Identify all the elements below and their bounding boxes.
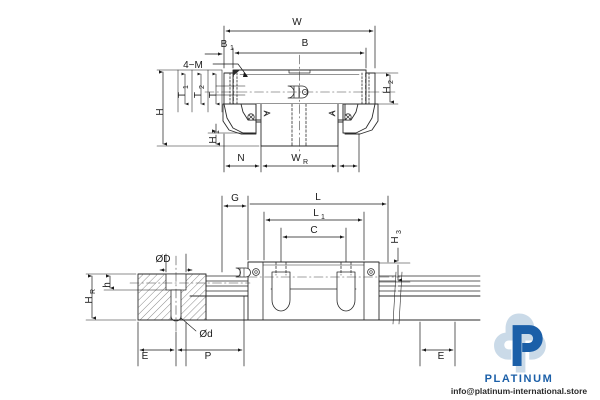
dimension-labels: W B B 1 4−M H H 1 H 2 T 1 T 2 bbox=[84, 17, 445, 362]
svg-text:L: L bbox=[313, 208, 319, 219]
dim-label-B: B bbox=[302, 38, 309, 49]
svg-text:T: T bbox=[193, 92, 204, 98]
dim-label-P: P bbox=[205, 351, 212, 362]
dim-label-L1: L 1 bbox=[313, 208, 325, 221]
dim-label-W: W bbox=[292, 17, 302, 28]
logo-email: info@platinum-international.store bbox=[450, 386, 588, 396]
carriage-side-body bbox=[235, 261, 380, 321]
dim-label-HR: H R bbox=[84, 289, 97, 304]
side-screw-right bbox=[344, 113, 352, 121]
svg-text:H: H bbox=[382, 86, 393, 93]
dim-label-H2: H 2 bbox=[382, 80, 395, 94]
svg-text:2: 2 bbox=[199, 85, 206, 89]
svg-text:1: 1 bbox=[321, 214, 325, 221]
platinum-p-logo-icon bbox=[494, 313, 546, 373]
dim-label-T1: T 1 bbox=[177, 85, 190, 98]
logo-wordmark: PLATINUM bbox=[484, 373, 554, 385]
dim-label-Od: Ød bbox=[199, 329, 212, 340]
dim-label-G: G bbox=[231, 193, 239, 204]
dim-label-N: N bbox=[237, 153, 244, 164]
dim-label-C: C bbox=[310, 225, 317, 236]
svg-text:W: W bbox=[291, 153, 301, 164]
svg-text:3: 3 bbox=[396, 230, 403, 234]
rail-left-section bbox=[137, 273, 207, 322]
dim-label-L: L bbox=[315, 192, 321, 203]
side-view-geometry bbox=[129, 255, 481, 333]
dim-label-H: H bbox=[155, 108, 166, 115]
front-view-geometry bbox=[204, 54, 396, 153]
svg-text:1: 1 bbox=[214, 130, 221, 134]
dim-label-T2: T 2 bbox=[193, 85, 206, 98]
svg-text:1: 1 bbox=[230, 45, 234, 52]
svg-text:H: H bbox=[390, 236, 401, 243]
svg-text:H: H bbox=[84, 296, 95, 303]
dim-label-4M: 4−M bbox=[183, 60, 203, 71]
svg-text:1: 1 bbox=[183, 85, 190, 89]
svg-text:R: R bbox=[90, 289, 97, 294]
svg-text:T: T bbox=[177, 92, 188, 98]
grease-nipple bbox=[287, 85, 309, 99]
dim-label-B1: B 1 bbox=[221, 39, 234, 52]
dim-label-H3: H 3 bbox=[390, 230, 403, 244]
dim-label-h: h bbox=[102, 282, 113, 288]
dim-label-E-right: E bbox=[438, 351, 445, 362]
dim-label-E-left: E bbox=[142, 351, 149, 362]
dim-label-H1: H 1 bbox=[208, 130, 221, 144]
side-screw-left bbox=[247, 113, 255, 121]
platinum-watermark: PLATINUM info@platinum-international.sto… bbox=[444, 311, 594, 396]
svg-text:R: R bbox=[303, 159, 308, 166]
dim-label-WR: W R bbox=[291, 153, 308, 166]
svg-text:H: H bbox=[208, 136, 219, 143]
front-view-dimensions bbox=[156, 25, 399, 173]
side-view-dimensions bbox=[85, 195, 456, 367]
svg-text:2: 2 bbox=[388, 80, 395, 84]
dim-label-OD: ØD bbox=[156, 254, 171, 265]
svg-text:B: B bbox=[221, 39, 228, 50]
dim-label-T: T bbox=[208, 92, 219, 98]
